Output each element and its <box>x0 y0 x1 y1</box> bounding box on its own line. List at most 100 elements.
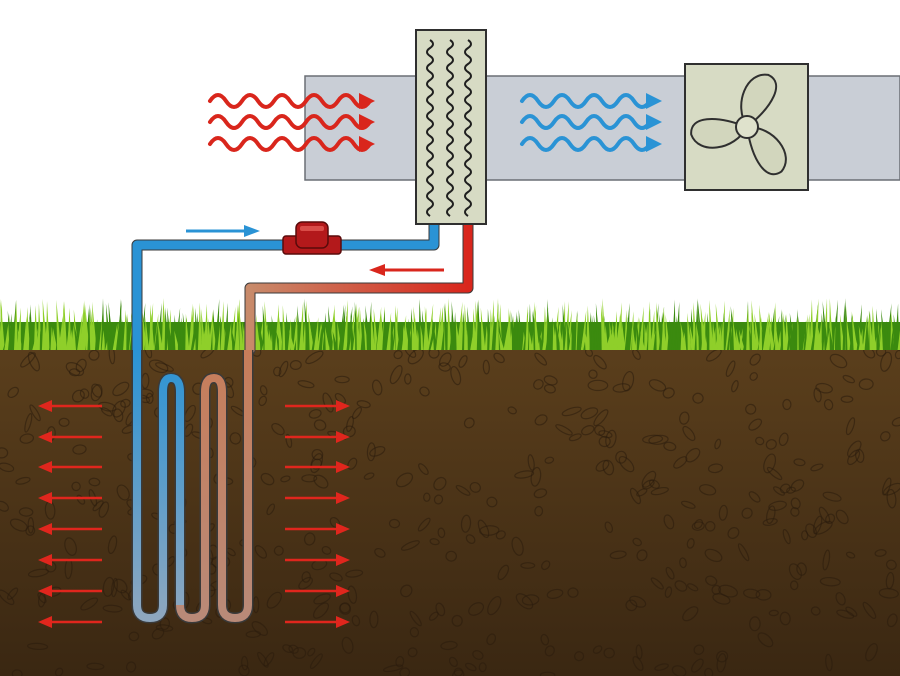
pebble <box>371 379 383 396</box>
grass-blade <box>467 306 472 350</box>
grass-blade <box>730 306 737 350</box>
grass-blade <box>890 329 895 350</box>
pebble <box>313 419 327 431</box>
pebble <box>407 348 424 365</box>
grass-blade <box>604 324 609 350</box>
pebble <box>341 636 354 654</box>
pebble <box>54 667 64 676</box>
hot-air-arrow <box>208 114 375 130</box>
pebble <box>874 549 887 557</box>
grass-blade <box>558 320 564 350</box>
fan-hub <box>735 115 759 139</box>
pebble <box>641 470 657 488</box>
grass-blade <box>864 315 869 350</box>
grass-blade <box>768 313 775 350</box>
pebble <box>116 484 130 501</box>
pebble <box>419 386 430 397</box>
pebble <box>858 378 874 391</box>
pebble <box>663 514 675 530</box>
grass-blade <box>230 306 236 350</box>
pebble <box>790 507 800 517</box>
pebble <box>650 577 664 590</box>
hot-air-arrow-head <box>359 93 375 109</box>
pebble <box>313 593 331 605</box>
pebble <box>598 430 613 439</box>
pebble <box>755 588 772 601</box>
grass-blade <box>265 316 271 350</box>
pebble <box>88 477 101 487</box>
pebble <box>749 353 761 366</box>
grass-blade <box>108 302 114 350</box>
pebble <box>885 559 897 571</box>
pebble <box>71 481 81 492</box>
pebble <box>369 446 386 457</box>
grass-blade <box>239 307 244 350</box>
pebble <box>847 449 861 466</box>
pebble <box>725 360 736 377</box>
pebble <box>451 614 463 627</box>
grass-blade <box>777 330 782 350</box>
soil-pebbles <box>0 342 900 676</box>
grass-blade <box>325 326 330 350</box>
pebble <box>693 644 705 655</box>
pebble <box>691 658 704 673</box>
grass-blade <box>85 304 90 350</box>
pebble <box>389 365 403 385</box>
grass-blade <box>169 329 175 350</box>
pebble <box>818 506 831 524</box>
grass-blade <box>897 330 900 350</box>
pebble <box>714 438 722 450</box>
grass-blade <box>477 301 482 350</box>
grass-blade <box>709 299 714 350</box>
pebble <box>845 551 856 559</box>
grass-blade <box>304 298 311 350</box>
pebble <box>748 491 761 503</box>
grass-blade <box>271 315 277 350</box>
pebble <box>706 348 722 362</box>
coil-wave <box>446 39 454 217</box>
grass-blade <box>80 302 85 350</box>
pebble <box>704 548 723 563</box>
pebble <box>745 403 757 415</box>
pebble <box>555 424 573 436</box>
grass-blade <box>632 324 636 350</box>
pebble <box>113 408 124 423</box>
cool-air-arrow <box>520 136 662 152</box>
grass-blade <box>834 315 839 350</box>
grass-blade <box>534 301 540 350</box>
grass-blade <box>806 317 811 350</box>
pebble <box>229 432 242 445</box>
grass-blade <box>775 320 780 350</box>
pebble <box>521 594 540 606</box>
pebble <box>464 662 477 672</box>
heat-arrow-right-head <box>336 461 350 473</box>
pebble <box>881 477 892 496</box>
grass-blade <box>33 305 38 350</box>
pebble <box>574 651 585 662</box>
pebble <box>338 602 352 615</box>
pebble <box>886 613 898 628</box>
pebble <box>835 592 846 606</box>
grass-blade <box>56 300 62 350</box>
pebble <box>86 662 105 671</box>
fan-icon <box>684 63 809 191</box>
pebble <box>9 518 28 532</box>
pebble <box>567 587 579 598</box>
pebble <box>297 380 315 389</box>
grass-blade <box>367 301 372 350</box>
pebble <box>880 431 891 442</box>
grass-blade <box>498 317 503 350</box>
heat-arrow-left-head <box>38 431 52 443</box>
grass-blade <box>621 320 626 350</box>
pebble <box>288 644 299 654</box>
pebble <box>622 370 635 392</box>
grass-blade <box>759 304 765 350</box>
pebble <box>534 352 548 366</box>
grass-blade <box>52 327 58 350</box>
pebble <box>539 671 556 676</box>
pebble <box>543 375 558 386</box>
grass-blade <box>227 322 232 350</box>
coil-wave <box>464 39 472 217</box>
pebble <box>680 500 696 509</box>
grass-blade <box>45 301 50 350</box>
